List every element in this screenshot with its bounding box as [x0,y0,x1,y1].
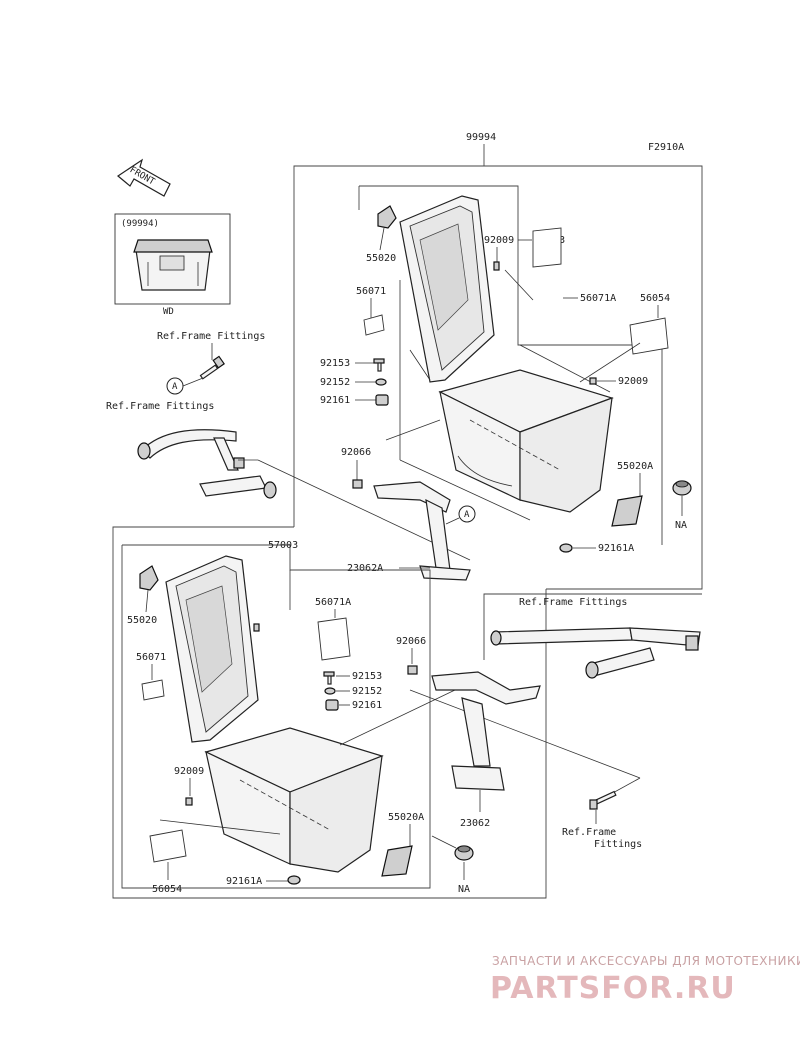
bolt-icon [199,355,225,380]
figure-code: F2910A [648,142,684,153]
decal-56071-lower [141,679,165,701]
l-56054: 56054 [152,884,182,895]
l-55020: 55020 [127,615,157,626]
lower-assembly-frame [112,526,547,899]
u-56054: 56054 [640,293,670,304]
u-92161: 92161 [320,395,350,406]
l-na: NA [458,884,470,895]
lower-lid [165,555,259,743]
box-thumbnail-icon [133,239,213,291]
latch-55020-lower-icon [139,565,159,591]
washer-92152-lower-icon [324,687,336,695]
watermark-tagline: ЗАПЧАСТИ И АКСЕССУАРЫ ДЛЯ МОТОТЕХНИКИ [492,954,800,968]
latch-55020a-upper-icon [611,495,643,527]
decal-56071a-upper [532,227,562,268]
bracket-23062 [431,671,541,791]
u-56071: 56071 [356,286,386,297]
screw-92009-icon [493,261,500,271]
bracket-23062a [373,481,471,581]
u-92161a: 92161A [598,543,634,554]
l-92161: 92161 [352,700,382,711]
screw-92009b-icon [589,377,597,385]
u-23062a: 23062A [347,563,383,574]
damper-92161-icon [375,394,389,406]
lower-box-body [204,727,384,873]
ref-frame-label-3: Ref.Frame Fittings [519,597,627,608]
u-92009b: 92009 [618,376,648,387]
u-92153: 92153 [320,358,350,369]
decal-56054-lower [149,829,187,863]
ref-frame-label-2: Ref.Frame Fittings [106,401,214,412]
nut-92066-lower-icon [407,665,418,675]
circle-ref-a-left: A [166,377,184,395]
svg-text:A: A [464,510,470,520]
u-56071a: 56071A [580,293,616,304]
nut-92066-icon [352,479,363,489]
ref-frame-label-4a: Ref.Frame [562,827,616,838]
l-23062: 23062 [460,818,490,829]
l-92152: 92152 [352,686,382,697]
l-57003: 57003 [268,540,298,551]
ref-frame-label-4b: Fittings [594,839,642,850]
l-92161a: 92161A [226,876,262,887]
screw-92153-icon [373,358,385,372]
l-92153: 92153 [352,671,382,682]
screw-lower-icon [253,623,260,632]
l-92066: 92066 [396,636,426,647]
u-92009: 92009 [484,235,514,246]
circle-ref-a-right: A [458,505,476,523]
u-92066: 92066 [341,447,371,458]
damper-92161a-upper-icon [559,543,573,553]
frame-tube-left-icon [137,429,277,499]
damper-92161-lower-icon [325,699,339,711]
u-55020: 55020 [366,253,396,264]
watermark: ЗАПЧАСТИ И АКСЕССУАРЫ ДЛЯ МОТОТЕХНИКИ PA… [490,954,800,1006]
inset-box: (99994) WD [114,213,231,317]
assembly-number: 99994 [466,132,496,143]
decal-56054-upper [629,317,669,355]
damper-92161a-lower-icon [287,875,301,885]
u-92152: 92152 [320,377,350,388]
inset-caption: WD [163,307,174,317]
latch-55020-upper-icon [377,205,397,229]
decal-56071-upper [363,314,385,336]
upper-assembly-frame [293,165,703,590]
washer-92152-icon [375,378,387,386]
l-92009: 92009 [174,766,204,777]
l-56071a: 56071A [315,597,351,608]
svg-text:A: A [172,382,178,392]
bolt-lower-right-icon [589,790,617,810]
screw-92009-lower-icon [185,797,193,806]
screw-92153-lower-icon [323,671,335,685]
latch-55020a-lower-icon [381,845,413,877]
l-55020a: 55020A [388,812,424,823]
knob-na-lower-icon [454,845,474,861]
knob-na-upper-icon [672,480,692,496]
upper-lid [399,195,495,383]
l-56071: 56071 [136,652,166,663]
u-na: NA [675,520,687,531]
frame-tube-right-icon [490,627,701,679]
watermark-brand: PARTSFOR.RU [490,971,736,1006]
decal-56071a-lower [317,617,351,661]
front-arrow-icon: FRONT [116,158,171,197]
inset-label: (99994) [121,219,159,229]
upper-box-body [438,369,614,513]
ref-frame-label-1: Ref.Frame Fittings [157,331,265,342]
u-55020a: 55020A [617,461,653,472]
